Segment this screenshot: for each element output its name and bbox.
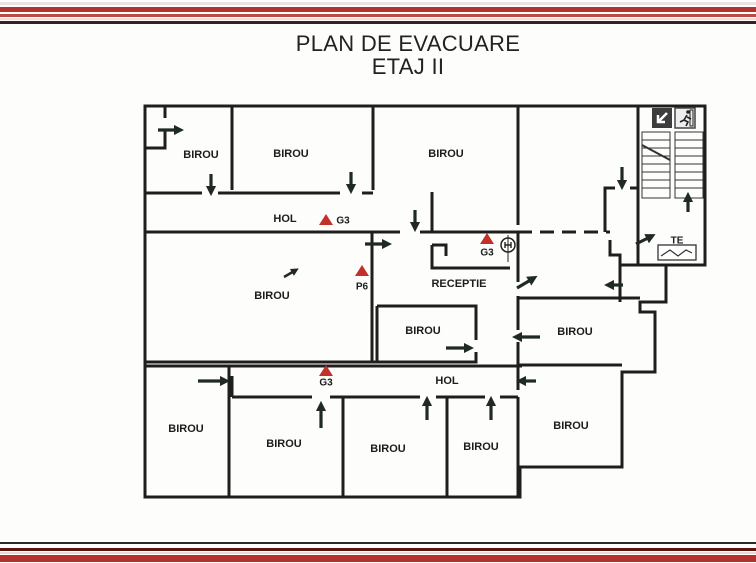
electric-panel-te-label: TE bbox=[670, 235, 684, 247]
electric-panel-te-icon bbox=[657, 244, 697, 261]
extinguisher-label-g3: G3 bbox=[319, 377, 333, 389]
room-label-birou: BIROU bbox=[183, 149, 219, 161]
staircase bbox=[641, 131, 704, 199]
fire-extinguisher-markers bbox=[319, 214, 494, 376]
bottom-border-band bbox=[0, 542, 756, 563]
fire-extinguisher-icon bbox=[319, 214, 333, 225]
plan-title-line1: PLAN DE EVACUARE bbox=[295, 31, 521, 56]
room-label-birou: BIROU bbox=[266, 438, 302, 450]
room-label-birou: BIROU bbox=[428, 148, 464, 160]
fire-extinguisher-icon bbox=[480, 233, 494, 244]
room-label-birou: BIROU bbox=[463, 441, 499, 453]
room-label-birou: BIROU bbox=[557, 326, 593, 338]
room-label-birou: BIROU bbox=[370, 443, 406, 455]
top-border-band bbox=[0, 0, 756, 28]
fire-extinguisher-icon bbox=[319, 365, 333, 376]
room-label-hol: HOL bbox=[273, 213, 297, 225]
fire-extinguisher-icon bbox=[355, 265, 369, 276]
extinguisher-label-g3: G3 bbox=[480, 247, 494, 259]
room-label-hol: HOL bbox=[435, 375, 459, 387]
evacuation-arrows bbox=[158, 124, 694, 428]
plan-title-line2: ETAJ II bbox=[371, 54, 445, 79]
extinguisher-label-g3: G3 bbox=[336, 215, 350, 227]
plan-title: PLAN DE EVACUARE ETAJ II bbox=[0, 32, 756, 78]
room-label-birou: BIROU bbox=[254, 290, 290, 302]
room-label-receptie: RECEPTIE bbox=[431, 278, 487, 290]
room-label-birou: BIROU bbox=[405, 325, 441, 337]
hydrant-icon bbox=[500, 235, 516, 262]
room-label-birou: BIROU bbox=[553, 420, 589, 432]
exit-arrow-sign-icon bbox=[652, 108, 672, 128]
extinguisher-label-p6: P6 bbox=[355, 281, 369, 293]
emergency-exit-running-man-icon bbox=[674, 107, 696, 129]
walls bbox=[143, 104, 707, 499]
room-label-birou: BIROU bbox=[168, 423, 204, 435]
room-label-birou: BIROU bbox=[273, 148, 309, 160]
